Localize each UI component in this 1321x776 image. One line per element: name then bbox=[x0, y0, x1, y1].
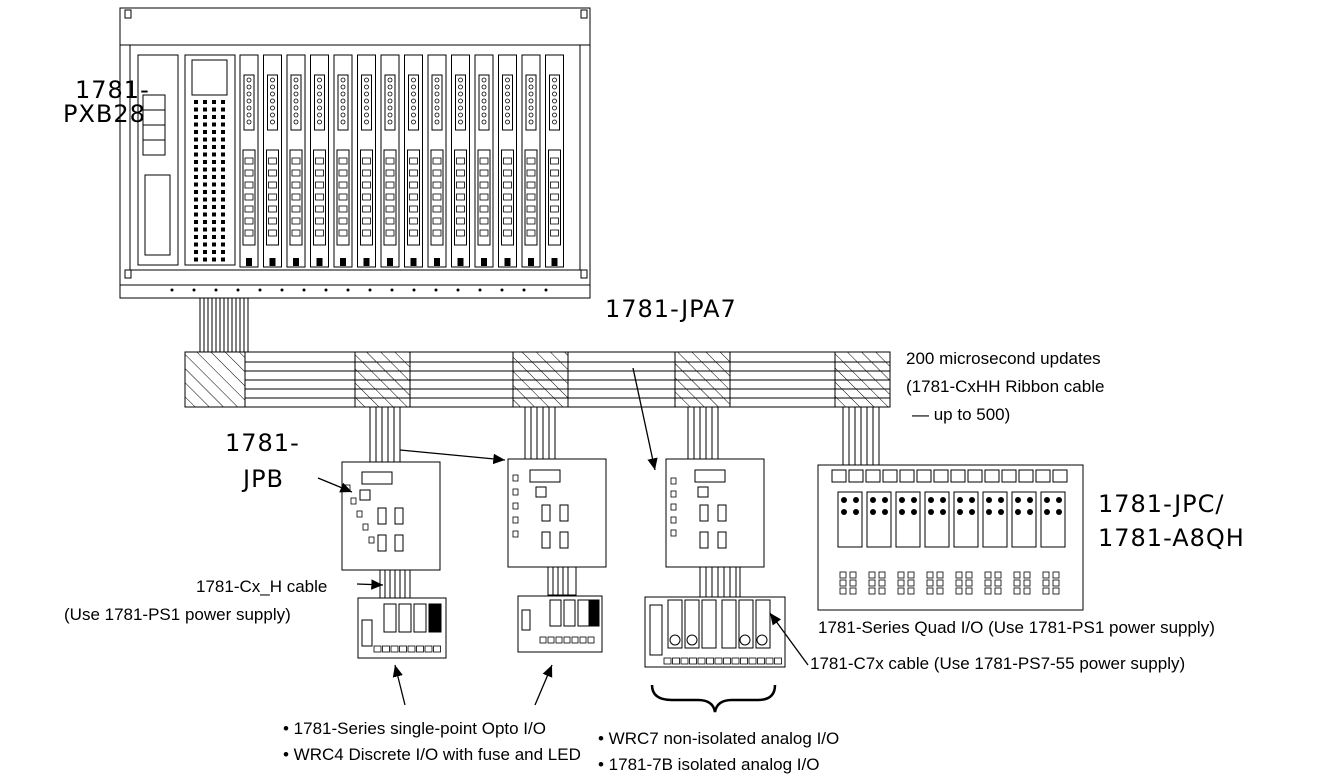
module-cables bbox=[379, 566, 741, 599]
quad-io-label: 1781-Series Quad I/O (Use 1781-PS1 power… bbox=[818, 618, 1215, 637]
analog-bullet-1: • WRC7 non-isolated analog I/O bbox=[598, 729, 840, 748]
c7x-cable-label: 1781-C7x cable (Use 1781-PS7-55 power su… bbox=[810, 654, 1186, 673]
pxb28-rack bbox=[119, 7, 591, 299]
jpc-quad-module bbox=[817, 464, 1084, 611]
rack-ribbon-cable bbox=[199, 298, 249, 352]
jpa7-board bbox=[665, 458, 765, 568]
jpb-label-line2: JPB bbox=[243, 465, 285, 493]
jpc-label-line2: 1781-A8QH bbox=[1098, 524, 1245, 552]
callout-arrows bbox=[317, 367, 809, 706]
pxb28-label-line2: PXB28 bbox=[63, 100, 146, 128]
analog-bullet-2: • 1781-7B isolated analog I/O bbox=[598, 755, 820, 774]
quad-module-details bbox=[831, 469, 1068, 595]
updates-line1: 200 microsecond updates bbox=[906, 349, 1101, 368]
updates-line3: — up to 500) bbox=[912, 405, 1011, 424]
opto-bullet-2: • WRC4 Discrete I/O with fuse and LED bbox=[283, 745, 581, 764]
analog-brace bbox=[650, 684, 777, 713]
analog-module bbox=[644, 596, 786, 668]
cxh-power-label: (Use 1781-PS1 power supply) bbox=[64, 605, 291, 624]
updates-line2: (1781-CxHH Ribbon cable bbox=[906, 377, 1105, 396]
cxh-cable-label: 1781-Cx_H cable bbox=[196, 577, 328, 596]
opto-module-middle bbox=[517, 595, 603, 653]
ribbon-fold-hatches bbox=[184, 351, 891, 408]
opto-bullet-1: • 1781-Series single-point Opto I/O bbox=[283, 719, 546, 738]
rack-slot-modules bbox=[239, 54, 564, 268]
jpa-board-middle bbox=[507, 458, 607, 568]
ribbon-drops bbox=[369, 407, 880, 465]
jpc-label-line1: 1781-JPC/ bbox=[1098, 490, 1225, 518]
jpa7-label: 1781-JPA7 bbox=[605, 295, 737, 323]
jpb-label-line1: 1781- bbox=[225, 429, 300, 457]
rack-terminal-dots bbox=[170, 100, 548, 292]
pxb28-label-line1: 1781- bbox=[75, 76, 150, 104]
opto-module-left bbox=[357, 597, 447, 659]
